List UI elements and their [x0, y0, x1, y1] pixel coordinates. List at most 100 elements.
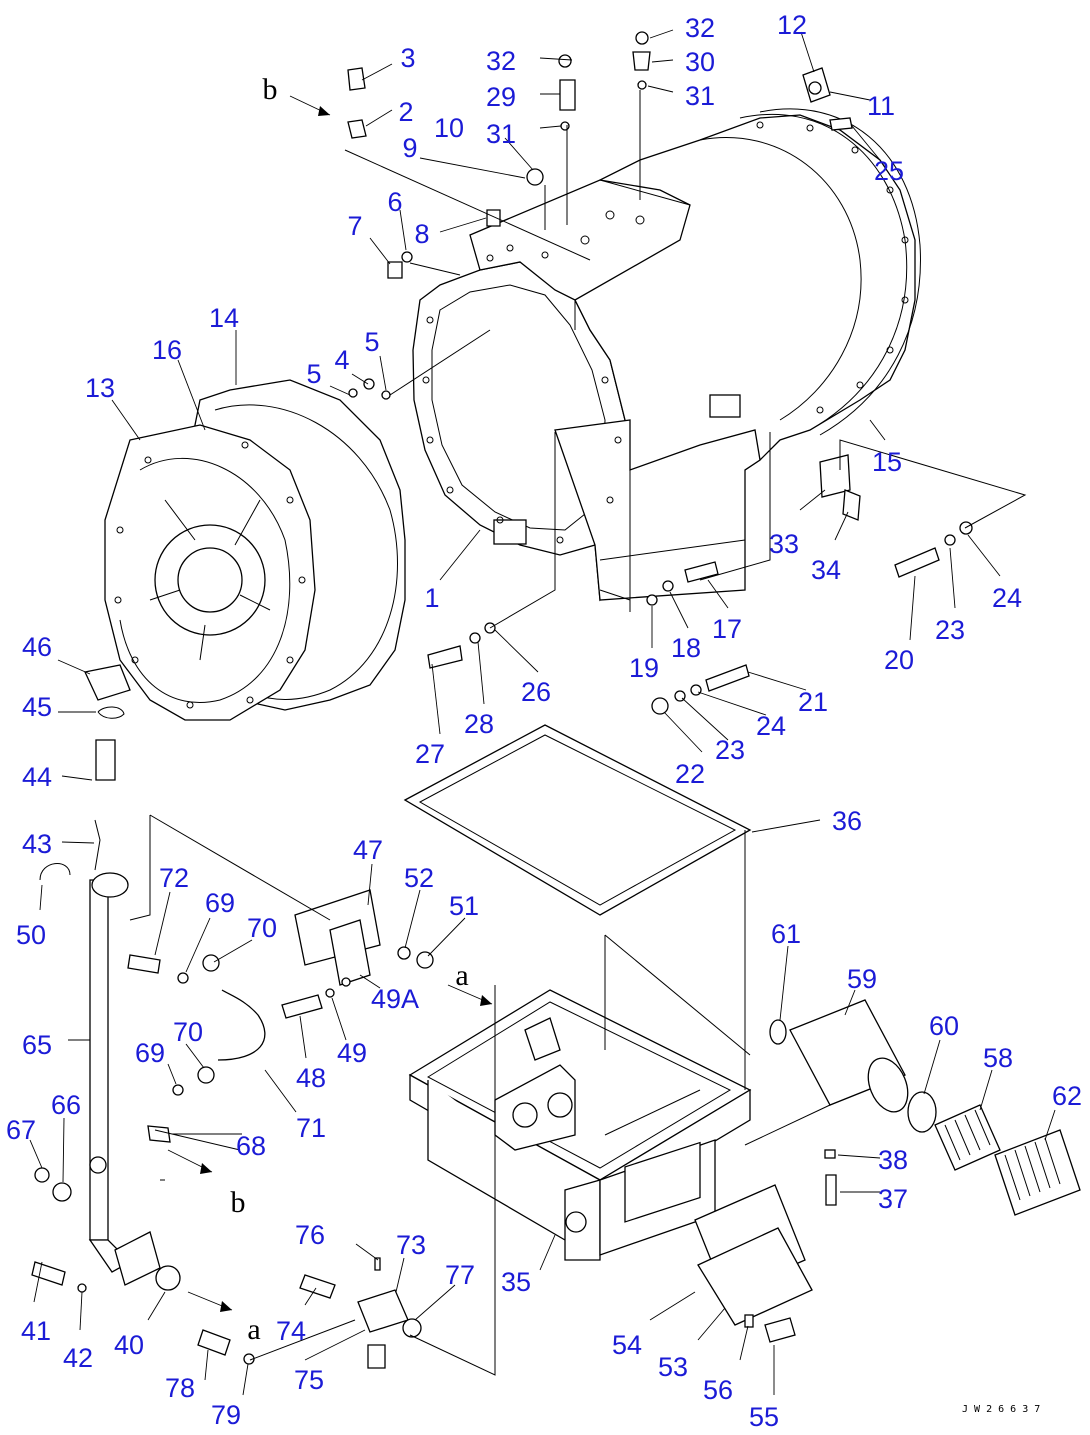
- part-number-5: 5: [306, 359, 321, 389]
- assembly-lines: [129, 90, 1027, 1376]
- part-number-78: 78: [165, 1373, 195, 1403]
- part-number-21: 21: [798, 687, 828, 717]
- part-number-37: 37: [878, 1184, 908, 1214]
- part-number-12: 12: [777, 10, 807, 40]
- part-number-52: 52: [404, 863, 434, 893]
- part-number-67: 67: [6, 1115, 36, 1145]
- clamp-part: [84, 664, 131, 701]
- hose-and-bracket: [127, 889, 434, 1143]
- part-number-19: 19: [629, 653, 659, 683]
- suction-pipe: [31, 739, 181, 1293]
- part-number-58: 58: [983, 1043, 1013, 1073]
- part-number-8: 8: [414, 219, 429, 249]
- torque-converter-cover: [104, 379, 406, 721]
- part-number-26: 26: [521, 677, 551, 707]
- part-number-45: 45: [22, 692, 52, 722]
- part-number-71: 71: [296, 1113, 326, 1143]
- view-letter-a: a: [455, 959, 468, 992]
- part-number-24: 24: [992, 583, 1022, 613]
- part-number-69: 69: [135, 1038, 165, 1068]
- part-number-6: 6: [387, 187, 402, 217]
- breather-and-plugs: [347, 31, 853, 400]
- part-number-14: 14: [209, 303, 239, 333]
- view-letter-a: a: [247, 1313, 260, 1346]
- inspection-cover: [694, 1149, 837, 1343]
- part-number-49: 49: [337, 1038, 367, 1068]
- part-number-28: 28: [464, 709, 494, 739]
- part-number-55: 55: [749, 1402, 779, 1432]
- part-number-16: 16: [152, 335, 182, 365]
- part-number-13: 13: [85, 373, 115, 403]
- part-number-30: 30: [685, 47, 715, 77]
- part-number-61: 61: [771, 919, 801, 949]
- part-number-66: 66: [51, 1090, 81, 1120]
- part-number-4: 4: [334, 345, 349, 375]
- part-number-44: 44: [22, 762, 52, 792]
- part-number-9: 9: [402, 133, 417, 163]
- part-number-36: 36: [832, 806, 862, 836]
- part-number-10: 10: [434, 113, 464, 143]
- part-number-73: 73: [396, 1230, 426, 1260]
- part-number-25: 25: [874, 156, 904, 186]
- part-number-69: 69: [205, 888, 235, 918]
- part-number-76: 76: [295, 1220, 325, 1250]
- part-number-23: 23: [715, 735, 745, 765]
- part-number-43: 43: [22, 829, 52, 859]
- part-number-74: 74: [276, 1316, 306, 1346]
- part-number-18: 18: [671, 633, 701, 663]
- part-number-46: 46: [22, 632, 52, 662]
- part-number-77: 77: [445, 1260, 475, 1290]
- part-number-38: 38: [878, 1145, 908, 1175]
- view-letter-b: b: [263, 73, 278, 106]
- part-number-24: 24: [756, 711, 786, 741]
- transmission-case: [412, 108, 921, 602]
- part-number-53: 53: [658, 1352, 688, 1382]
- part-number-50: 50: [16, 920, 46, 950]
- part-number-31: 31: [486, 119, 516, 149]
- part-number-15: 15: [872, 447, 902, 477]
- part-number-1: 1: [424, 583, 439, 613]
- strainer-assembly: [769, 999, 1081, 1216]
- part-number-49a: 49A: [371, 984, 419, 1014]
- part-number-20: 20: [884, 645, 914, 675]
- part-number-48: 48: [296, 1063, 326, 1093]
- part-number-27: 27: [415, 739, 445, 769]
- part-number-42: 42: [63, 1343, 93, 1373]
- part-number-65: 65: [22, 1030, 52, 1060]
- part-number-75: 75: [294, 1365, 324, 1395]
- view-arrows: [167, 95, 493, 1312]
- part-number-35: 35: [501, 1267, 531, 1297]
- part-number-70: 70: [173, 1017, 203, 1047]
- side-fasteners: [427, 454, 973, 715]
- part-number-32: 32: [486, 46, 516, 76]
- view-letter-layer: b a b a: [231, 73, 469, 1346]
- part-number-5: 5: [364, 327, 379, 357]
- view-letter-b: b: [231, 1186, 246, 1219]
- part-number-62: 62: [1052, 1081, 1082, 1111]
- part-number-7: 7: [347, 211, 362, 241]
- oil-pan: [408, 989, 752, 1261]
- part-number-47: 47: [353, 835, 383, 865]
- part-number-68: 68: [236, 1131, 266, 1161]
- part-number-70: 70: [247, 913, 277, 943]
- part-number-72: 72: [159, 863, 189, 893]
- part-number-3: 3: [400, 43, 415, 73]
- snap-ring: [97, 706, 125, 719]
- drain-valve-fittings: [197, 1257, 422, 1369]
- part-number-32: 32: [685, 13, 715, 43]
- part-number-33: 33: [769, 529, 799, 559]
- leader-lines: [29, 29, 1056, 1396]
- part-number-79: 79: [211, 1400, 241, 1430]
- part-number-41: 41: [21, 1316, 51, 1346]
- part-number-2: 2: [398, 97, 413, 127]
- part-number-40: 40: [114, 1330, 144, 1360]
- part-number-11: 11: [867, 91, 895, 121]
- drawing-code: J W 2 6 6 3 7: [962, 1404, 1040, 1415]
- part-number-17: 17: [712, 614, 742, 644]
- part-number-59: 59: [847, 964, 877, 994]
- part-number-29: 29: [486, 82, 516, 112]
- oil-pan-gasket: [403, 724, 752, 916]
- part-number-56: 56: [703, 1375, 733, 1405]
